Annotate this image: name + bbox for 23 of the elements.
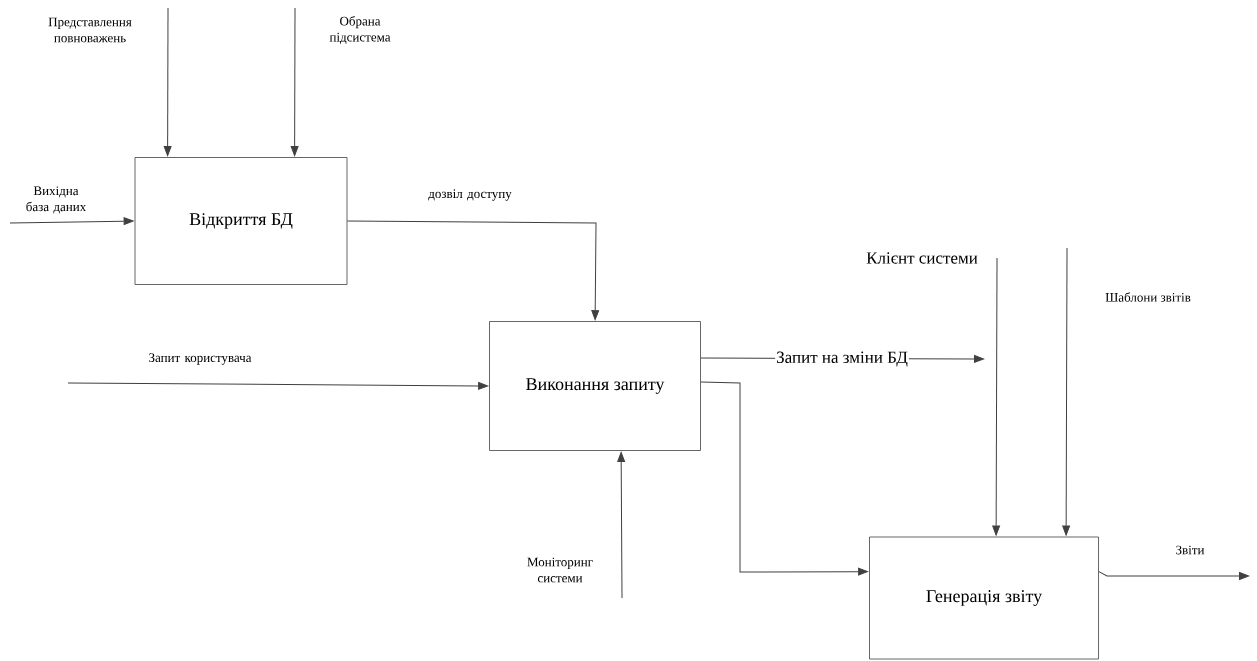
process-box: Відкриття БД	[134, 157, 348, 285]
arrow	[9, 217, 134, 226]
edge-label: Шаблони звітів	[1105, 292, 1191, 302]
arrow	[992, 257, 1001, 536]
edge-label: Обрана підсистема	[329, 16, 391, 44]
edge-label: Вихідна база даних	[26, 186, 87, 214]
arrow	[1098, 571, 1250, 580]
arrow	[67, 382, 489, 390]
edge-label: Клієнт системи	[866, 252, 978, 264]
process-box: Виконання запиту	[489, 321, 701, 451]
arrow	[346, 220, 600, 321]
arrow	[290, 7, 299, 157]
edge-label: Звіти	[1176, 545, 1205, 555]
edge-label: Запит користувача	[149, 353, 252, 365]
edge-label: дозвіл доступу	[428, 189, 512, 201]
process-box: Генерація звіту	[869, 536, 1099, 660]
arrow	[700, 381, 869, 576]
arrow	[1062, 247, 1071, 536]
arrow	[617, 451, 626, 599]
edge-label: Запит на зміни БД	[775, 350, 909, 368]
arrow	[163, 7, 172, 157]
edge-label: Моніторинг системи	[527, 557, 593, 583]
edge-label: Представлення повноважень	[48, 17, 132, 43]
